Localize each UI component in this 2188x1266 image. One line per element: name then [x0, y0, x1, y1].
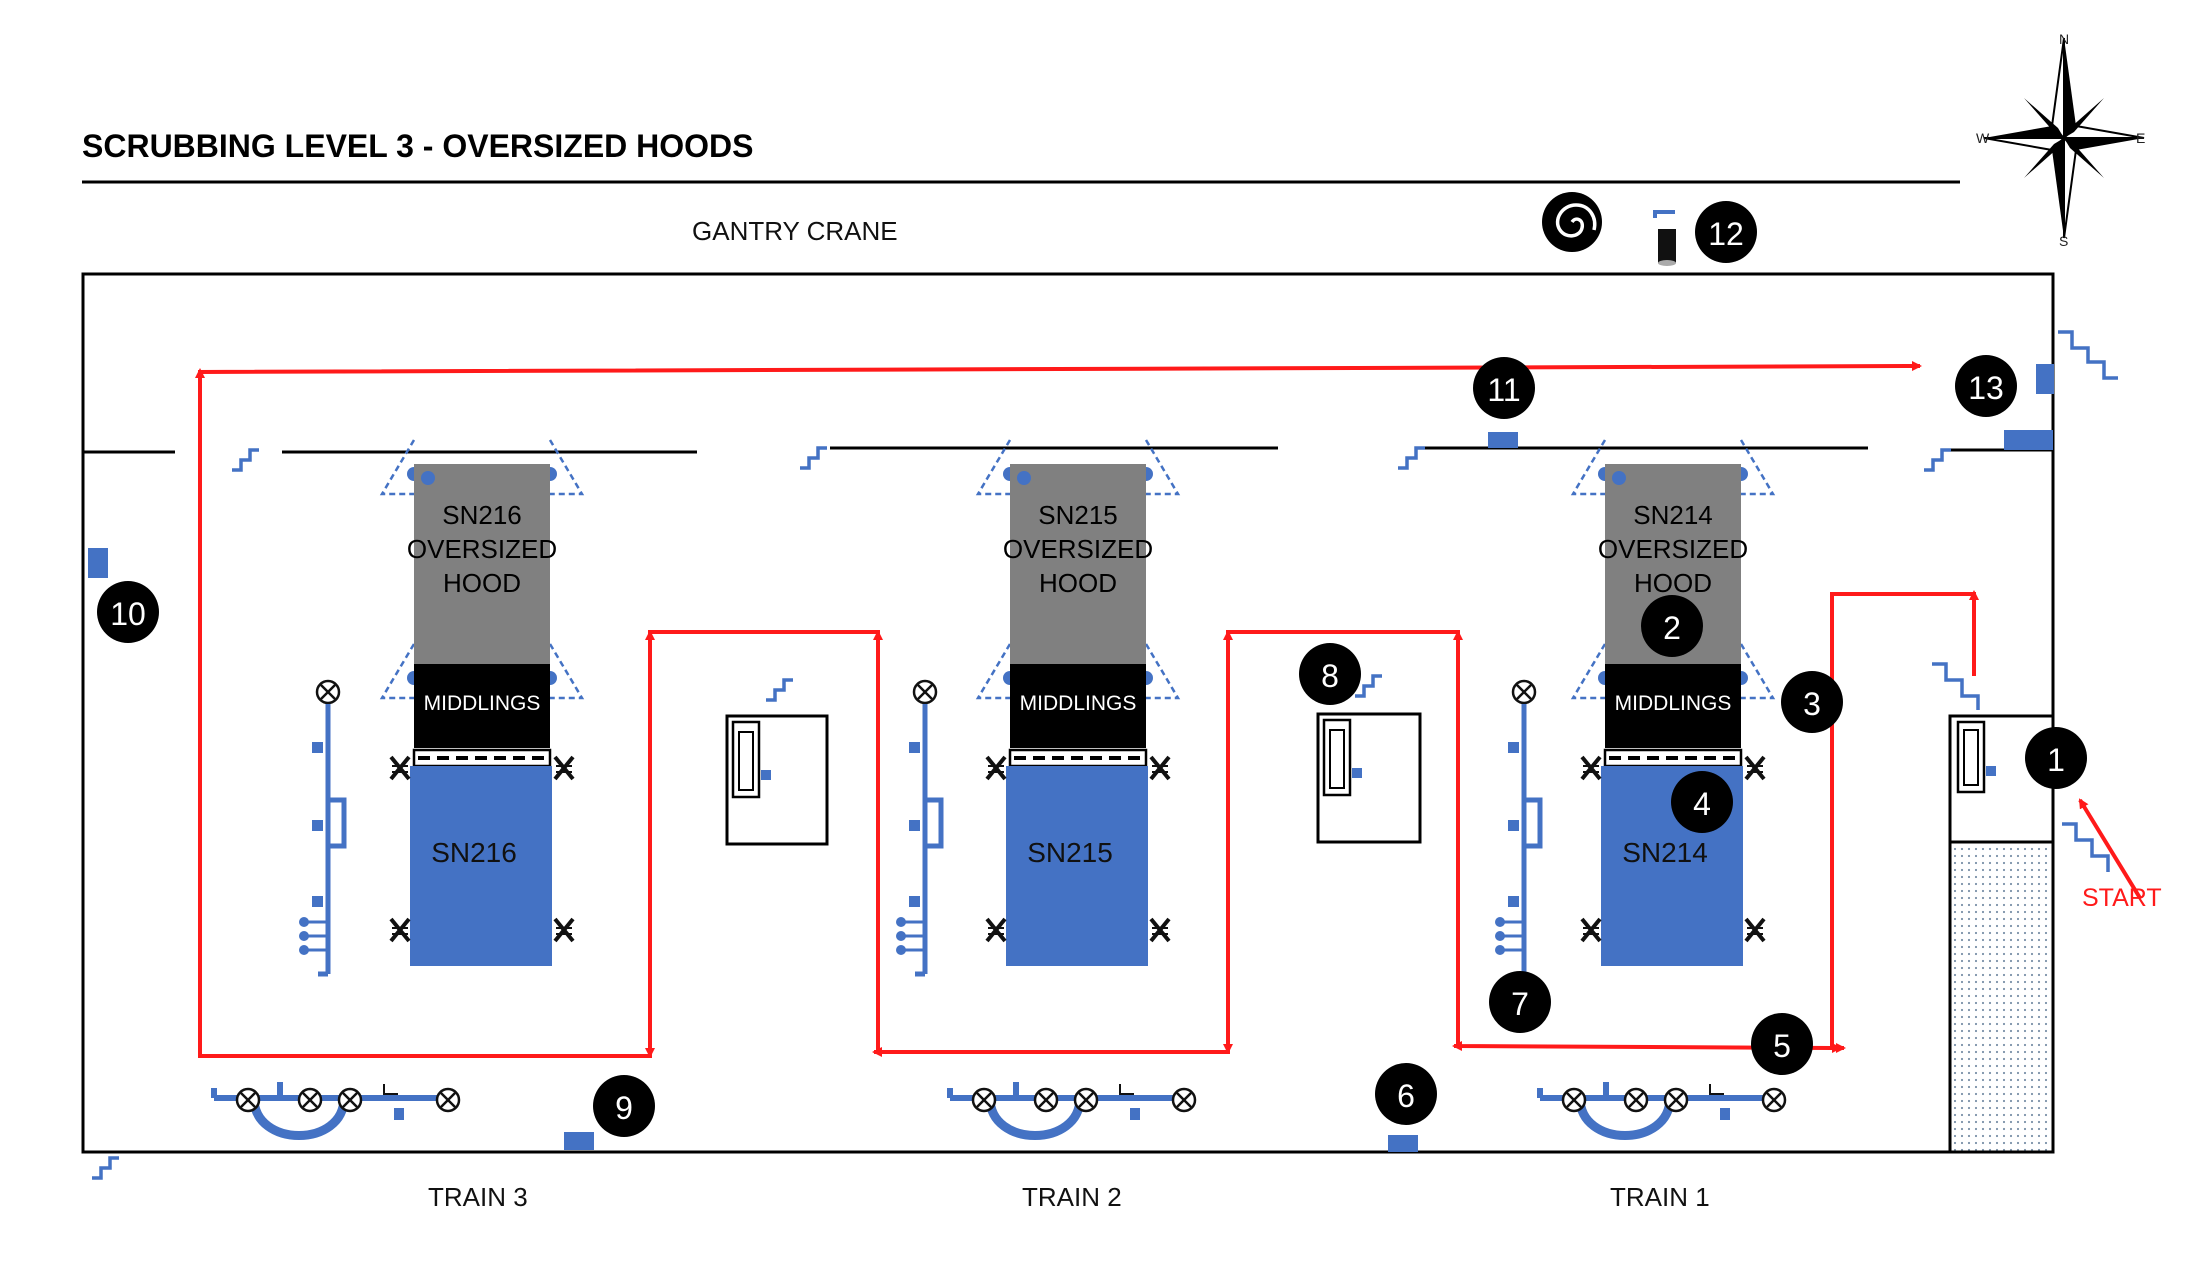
hood-label-line: SN214 — [1633, 500, 1713, 530]
train-label: TRAIN 2 — [1022, 1182, 1122, 1212]
hood-label-line: OVERSIZED — [1003, 534, 1153, 564]
hood-label-line: OVERSIZED — [407, 534, 557, 564]
diagram-title: SCRUBBING LEVEL 3 - OVERSIZED HOODS — [82, 128, 754, 164]
unit-label: SN216 — [431, 837, 517, 868]
svg-text:11: 11 — [1487, 372, 1520, 408]
compass-south: S — [2059, 233, 2068, 249]
gantry-crane-label: GANTRY CRANE — [692, 216, 898, 246]
stairs-icon — [90, 330, 2118, 1180]
hood-label-line: HOOD — [1634, 568, 1712, 598]
fire-extinguisher-icon — [1653, 210, 1676, 266]
marker-13: 13 — [1955, 355, 2017, 417]
scrubber-unit — [410, 766, 552, 966]
marker-5: 5 — [1751, 1013, 1813, 1075]
svg-text:1: 1 — [2047, 742, 2065, 778]
svg-text:4: 4 — [1693, 786, 1711, 822]
marker-2: 2 — [1641, 595, 1703, 657]
control-panel — [725, 714, 829, 846]
hood-label-line: SN216 — [442, 500, 522, 530]
hood-label-line: SN215 — [1038, 500, 1118, 530]
unit-label: SN215 — [1027, 837, 1113, 868]
svg-text:9: 9 — [615, 1090, 633, 1126]
scrubber-unit — [1006, 766, 1148, 966]
compass-west: W — [1976, 130, 1990, 146]
svg-text:8: 8 — [1321, 658, 1339, 694]
svg-text:13: 13 — [1968, 370, 2004, 406]
hood-label-line: HOOD — [1039, 568, 1117, 598]
control-panel — [1316, 712, 1422, 844]
svg-text:6: 6 — [1397, 1078, 1415, 1114]
spiral-icon — [1542, 192, 1602, 252]
walking-route — [198, 361, 2142, 1058]
hood-label-line: HOOD — [443, 568, 521, 598]
marker-7: 7 — [1489, 971, 1551, 1033]
compass-east: E — [2136, 130, 2145, 146]
start-room — [1948, 714, 2055, 1154]
marker-11: 11 — [1473, 357, 1535, 419]
train-label: TRAIN 3 — [428, 1182, 528, 1212]
building-outline — [81, 272, 2055, 1154]
marker-1: 1 — [2025, 727, 2087, 789]
marker-10: 10 — [97, 581, 159, 643]
marker-8: 8 — [1299, 643, 1361, 705]
oversized-hood — [414, 464, 550, 664]
marker-4: 4 — [1671, 771, 1733, 833]
middlings-label: MIDDLINGS — [1020, 692, 1137, 715]
marker-3: 3 — [1781, 671, 1843, 733]
equipment-markers — [88, 364, 2054, 1152]
interior-walls — [83, 446, 2053, 454]
middlings-block — [1605, 664, 1741, 748]
hood-label-line: OVERSIZED — [1598, 534, 1748, 564]
marker-6: 6 — [1375, 1063, 1437, 1125]
middlings-label: MIDDLINGS — [424, 692, 541, 715]
svg-text:5: 5 — [1773, 1028, 1791, 1064]
marker-12: 12 — [1695, 201, 1757, 263]
train-label: TRAIN 1 — [1610, 1182, 1710, 1212]
marker-9: 9 — [593, 1075, 655, 1137]
middlings-block — [414, 664, 550, 748]
compass-north: N — [2059, 31, 2069, 47]
start-label: START — [2082, 884, 2162, 912]
compass-rose-icon — [1983, 37, 2145, 239]
middlings-label: MIDDLINGS — [1615, 692, 1732, 715]
oversized-hood — [1010, 464, 1146, 664]
svg-text:12: 12 — [1708, 216, 1744, 252]
svg-text:10: 10 — [110, 596, 146, 632]
middlings-block — [1010, 664, 1146, 748]
svg-text:7: 7 — [1511, 986, 1529, 1022]
svg-text:2: 2 — [1663, 610, 1681, 646]
svg-text:3: 3 — [1803, 686, 1821, 722]
unit-label: SN214 — [1622, 837, 1708, 868]
